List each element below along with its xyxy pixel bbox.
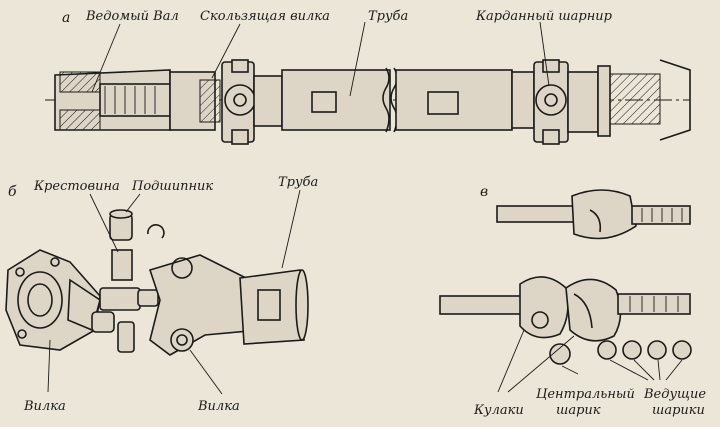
cross-body — [99, 287, 141, 311]
label-cardan-joint: Карданный шарнир — [475, 9, 613, 24]
driving-ball-1 — [597, 340, 617, 360]
shaft-lower-left — [439, 295, 531, 315]
knuckle-right — [565, 278, 622, 342]
label-cross: Крестовина — [33, 179, 120, 194]
part-label-b: б — [8, 184, 17, 200]
rear-joint-flange — [511, 71, 535, 129]
label-central-ball-1: Центральный — [536, 387, 635, 402]
rear-joint-cross — [535, 84, 567, 116]
label-bearing: Подшипник — [131, 179, 213, 194]
part-label-a: а — [62, 10, 70, 26]
exploded-joint — [5, 209, 309, 356]
shaft-upper-left — [496, 205, 578, 223]
bearing-bottom — [117, 321, 135, 353]
ball-joint — [439, 189, 692, 365]
knuckle-left — [519, 276, 569, 339]
label-yoke-left: Вилка — [23, 399, 66, 414]
driving-ball-2 — [622, 340, 642, 360]
front-joint-flange — [253, 75, 283, 127]
joint-upper — [571, 189, 637, 240]
label-tube-mid: Труба — [278, 175, 318, 190]
bearing-left — [91, 311, 115, 333]
label-driving-balls-1: Ведущие — [643, 387, 706, 402]
central-ball — [549, 343, 571, 365]
tube-right — [395, 69, 513, 131]
label-yoke-right: Вилка — [197, 399, 240, 414]
tube-stub — [239, 269, 305, 345]
driving-ball-3 — [647, 340, 667, 360]
label-driven-shaft: Ведомый Вал — [85, 9, 179, 24]
retaining-ring — [147, 224, 165, 239]
driving-shaft — [609, 73, 661, 125]
rear-flange — [567, 71, 599, 133]
front-joint-cross — [224, 84, 256, 116]
label-knuckles: Кулаки — [473, 403, 524, 418]
label-driving-balls-2: шарики — [652, 403, 705, 418]
label-sliding-yoke: Скользящая вилка — [200, 9, 330, 24]
label-tube-top: Труба — [368, 9, 408, 24]
assembled-shaft — [45, 59, 691, 145]
label-central-ball-2: шарик — [556, 403, 601, 418]
cross-stem — [111, 249, 133, 281]
part-label-v: в — [480, 184, 488, 200]
driving-ball-4 — [672, 340, 692, 360]
shaft-upper-right — [631, 205, 691, 225]
